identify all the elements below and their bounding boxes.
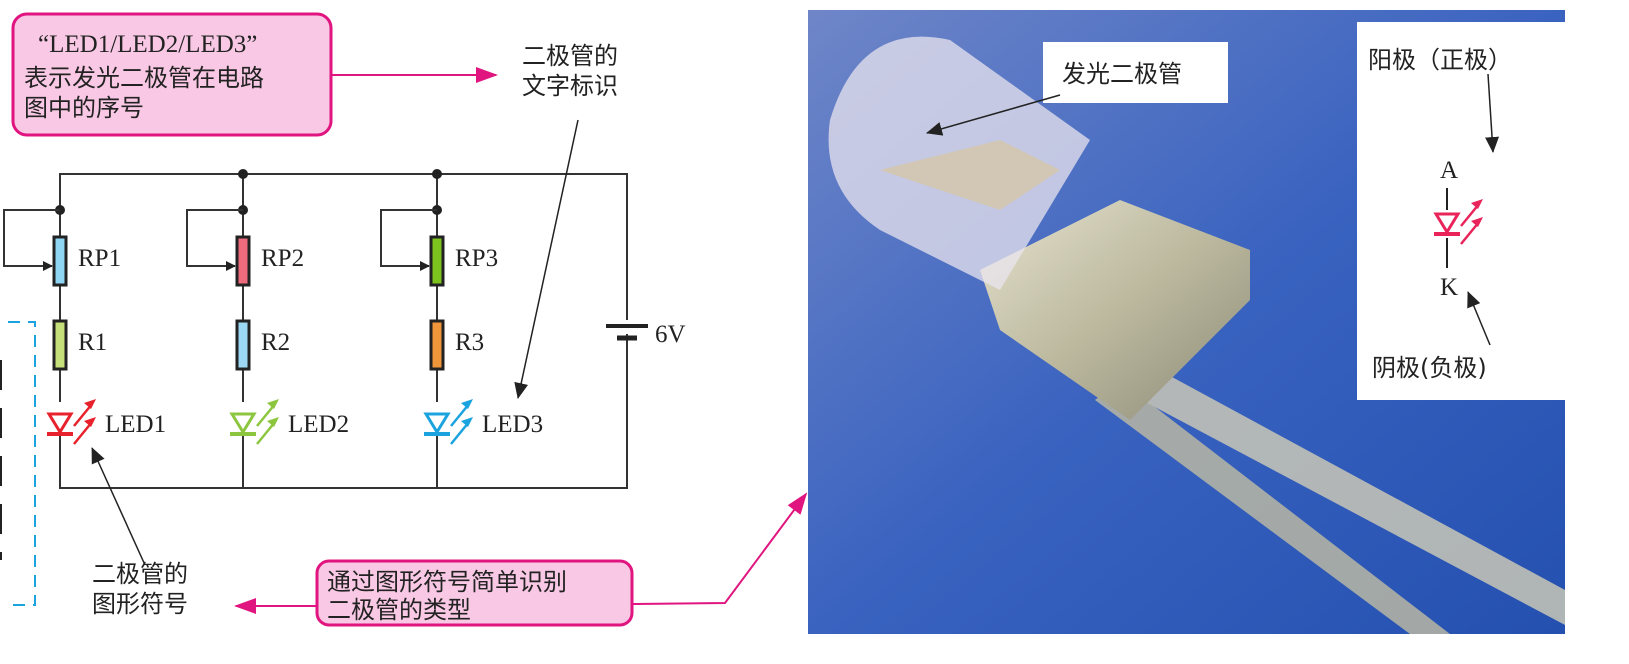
number-callout-line3: 图中的序号	[24, 94, 144, 122]
battery-label: 6V	[655, 321, 686, 348]
resistor-2	[235, 319, 251, 371]
led-symbol-3	[423, 399, 473, 445]
resistor-3	[429, 319, 445, 371]
rheostat-wiper	[3, 209, 60, 271]
resistor-1	[52, 319, 68, 371]
led-symbol-1	[46, 399, 96, 445]
led-label: LED2	[288, 411, 349, 438]
symbol-arrow	[91, 447, 146, 566]
rheostat-2	[235, 235, 251, 287]
junction-dots	[55, 169, 442, 215]
battery-symbol	[606, 320, 670, 341]
led-label-arrow	[926, 94, 1061, 136]
led-gap	[57, 402, 63, 436]
led-label: LED3	[482, 411, 543, 438]
cathode-label: 阴极(负极)	[1372, 354, 1487, 382]
resistor-label: R1	[78, 329, 107, 356]
type-callout-box	[315, 559, 634, 627]
led-symbol-2	[229, 399, 279, 445]
anode-label: 阳极（正极）	[1368, 46, 1512, 74]
rheostat-1	[52, 235, 68, 287]
number-callout-line2: 表示发光二极管在电路	[24, 64, 264, 92]
text-id-label-line1: 二极管的	[522, 42, 618, 70]
text-id-arrow	[514, 119, 579, 399]
rheostat-label: RP2	[261, 245, 304, 272]
resistor-label: R2	[261, 329, 290, 356]
led-label-box	[1043, 42, 1228, 103]
cathode-letter: K	[1440, 274, 1458, 301]
symbol-label-line2: 图形符号	[92, 590, 188, 618]
led-symbol-inset	[1433, 188, 1483, 268]
rheostat-wiper	[186, 209, 243, 271]
rheostat-wiper	[380, 209, 437, 271]
rheostat-label: RP3	[455, 245, 498, 272]
rheostat-label: RP1	[78, 245, 121, 272]
dashed-bracket	[8, 321, 36, 606]
anode-letter: A	[1440, 157, 1458, 184]
led-label: LED1	[105, 411, 166, 438]
led-gap	[434, 402, 440, 436]
rheostat-3	[429, 235, 445, 287]
circuit-wires	[59, 173, 628, 489]
anode-arrow	[1485, 73, 1500, 153]
symbol-label-line1: 二极管的	[92, 560, 188, 588]
led-label: 发光二极管	[1062, 60, 1182, 88]
text-id-label-line2: 文字标识	[522, 72, 618, 100]
number-callout-line1: “LED1/LED2/LED3”	[38, 31, 257, 58]
resistor-label: R3	[455, 329, 484, 356]
polarity-inset	[1357, 22, 1565, 400]
led-gap	[240, 402, 246, 436]
type-callout-line1: 通过图形符号简单识别	[327, 568, 567, 596]
pink-arrow-to-photo	[631, 492, 808, 605]
cathode-arrow	[1467, 291, 1491, 346]
type-callout-line2: 二极管的类型	[327, 596, 471, 624]
